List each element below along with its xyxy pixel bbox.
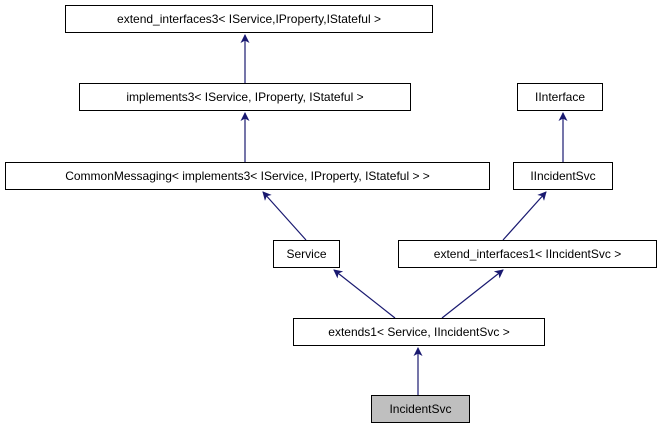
class-node-IncidentSvc[interactable]: IncidentSvc [371, 395, 470, 423]
class-node-IInterface[interactable]: IInterface [517, 83, 603, 111]
class-node-label: IIncidentSvc [530, 169, 596, 183]
class-node-extend_interfaces3[interactable]: extend_interfaces3< IService,IProperty,I… [65, 5, 433, 33]
edge-extends1-to-extend_interfaces1 [441, 269, 504, 319]
class-node-label: extends1< Service, IIncidentSvc > [328, 325, 510, 339]
class-node-label: extend_interfaces1< IIncidentSvc > [433, 247, 622, 261]
edge-extend_interfaces1-to-iincidentsvc [502, 191, 547, 241]
class-node-label: Service [286, 247, 327, 261]
edge-service-to-commonmessaging [262, 191, 307, 241]
class-node-label: CommonMessaging< implements3< IService, … [65, 169, 430, 183]
class-node-Service[interactable]: Service [273, 240, 340, 268]
edge-extends1-to-service [333, 269, 396, 319]
class-node-extend_interfaces1[interactable]: extend_interfaces1< IIncidentSvc > [398, 240, 657, 268]
class-node-CommonMessaging[interactable]: CommonMessaging< implements3< IService, … [5, 162, 490, 190]
class-node-label: extend_interfaces3< IService,IProperty,I… [117, 12, 381, 26]
class-node-IIncidentSvc[interactable]: IIncidentSvc [513, 162, 613, 190]
class-node-label: IncidentSvc [389, 402, 452, 416]
class-node-label: IInterface [534, 90, 586, 104]
class-node-extends1[interactable]: extends1< Service, IIncidentSvc > [293, 318, 545, 346]
class-node-label: implements3< IService, IProperty, IState… [126, 90, 364, 104]
class-node-implements3[interactable]: implements3< IService, IProperty, IState… [79, 83, 411, 111]
